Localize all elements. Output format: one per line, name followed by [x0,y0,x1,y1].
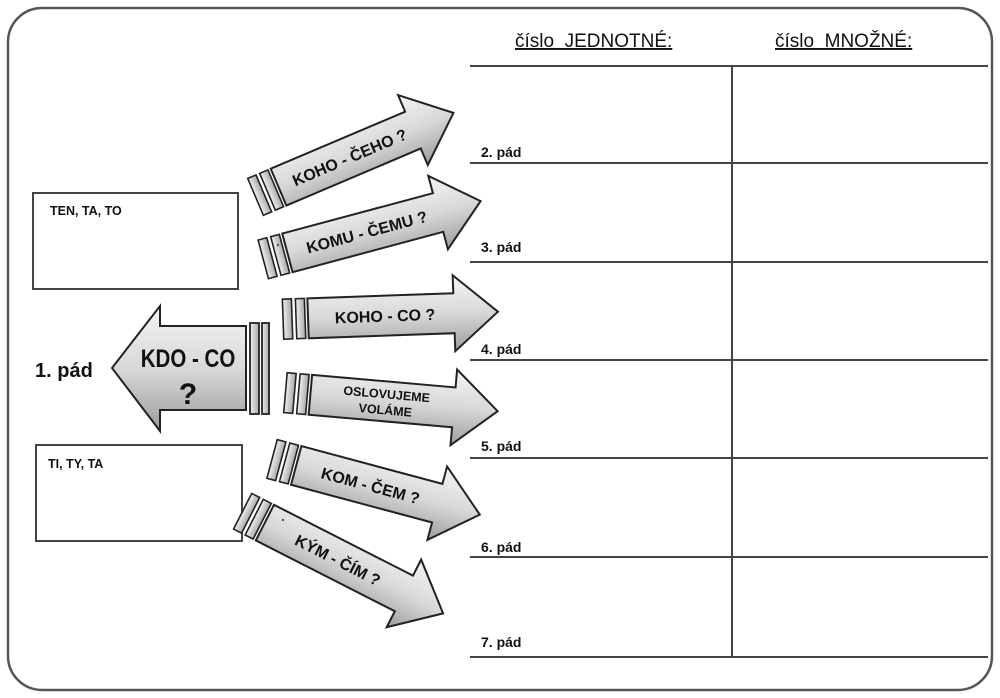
answer-table [470,65,988,658]
case-arrows: KOHO - ČEHO ?KOMU - ČEMU ?KOHO - CO ?OSL… [232,93,500,629]
case-arrow-stripe [258,168,285,212]
case-arrow-stripe [232,492,261,535]
case-arrow-4: KOHO - CO ? [281,273,500,354]
nominative-arrow-stripe [249,322,260,415]
nominative-arrow: KDO - CO ? [110,303,270,434]
case-arrow-stripe [278,442,300,485]
case-arrow-stripe [294,297,307,340]
row-label-4: 4. pád [481,341,521,357]
case-arrow-text: KOHO - CO ? [335,307,436,327]
row-label-6: 6. pád [481,539,521,555]
case-arrow-stripe [246,173,273,217]
case-arrow-stripe [265,438,287,482]
singular-pronoun-label: TEN, TA, TO [50,204,122,218]
outer-frame [6,6,994,692]
row-label-2: 2. pád [481,144,521,160]
header-singular: číslo JEDNOTNÉ: [515,31,672,52]
case-arrow-stripe [257,236,279,280]
case-arrow-7: KÝM - ČÍM ? [232,492,445,629]
case-arrow-shape [289,444,482,542]
nominative-arrow-text: KDO - CO [141,344,236,372]
case-arrow-shape [269,93,455,207]
case-arrow-shape [306,273,500,354]
row-label-7: 7. pád [481,634,521,650]
dot-mark [276,243,280,247]
nominative-arrow-stripe [261,322,270,415]
case-arrow-stripe [244,498,273,541]
question-mark-icon: ? [179,378,197,411]
nominative-label: 1. pád [35,360,93,382]
row-label-3: 3. pád [481,239,521,255]
case-arrow-shape [281,173,483,274]
case-arrow-shape [254,503,445,629]
case-arrow-shape [307,367,500,448]
row-label-5: 5. pád [481,438,521,454]
dot-mark [281,518,285,522]
case-arrow-text: VOLÁME [358,400,413,420]
case-arrow-stripe [269,233,291,277]
header-plural: číslo MNOŽNÉ: [775,30,912,52]
nominative-arrow-shape [110,303,247,434]
plural-pronoun-label: TI, TY, TA [48,457,103,471]
singular-pronoun-box[interactable] [32,192,239,290]
case-arrow-stripe [281,298,294,341]
plural-pronoun-box[interactable] [35,444,243,542]
case-arrow-stripe [282,371,298,415]
case-arrow-stripe [295,372,310,416]
